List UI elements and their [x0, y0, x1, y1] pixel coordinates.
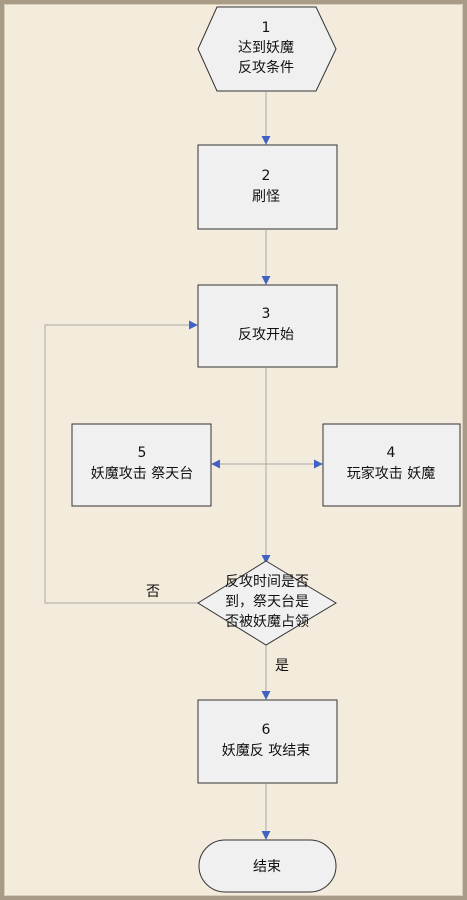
node-monster-attack: 5 妖魔攻击 祭天台 — [71, 423, 212, 507]
node-attack-end-shape — [197, 699, 338, 784]
edge-label-no: 否 — [146, 584, 160, 600]
node-decision-shape — [197, 560, 337, 646]
node-spawn-label-1: 2 — [262, 168, 271, 184]
node-player-attack-label-2: 玩家攻击 妖魔 — [347, 465, 435, 482]
node-decision-label-1: 反攻时间是否 — [225, 574, 309, 590]
node-spawn-label-2: 刷怪 — [252, 189, 280, 205]
node-player-attack-label-1: 4 — [387, 445, 396, 461]
edge-label-yes: 是 — [275, 658, 289, 674]
node-spawn-shape — [197, 144, 338, 230]
node-decision-label-3: 否被妖魔占领 — [225, 614, 309, 630]
node-attack-start-shape — [197, 284, 338, 368]
node-attack-end: 6 妖魔反 攻结束 — [197, 699, 338, 784]
node-start-label-2: 达到妖魔 — [238, 40, 294, 56]
edges — [44, 92, 323, 840]
node-end-shape — [198, 839, 337, 893]
node-attack-start-label-1: 3 — [262, 306, 271, 322]
node-monster-attack-label-1: 5 — [138, 445, 147, 461]
node-start-shape — [197, 6, 337, 92]
node-attack-start: 3 反攻开始 — [197, 284, 338, 368]
edge-decision-no-loop — [44, 320, 199, 604]
node-end: 结束 — [198, 839, 337, 893]
node-attack-end-label-1: 6 — [262, 722, 271, 738]
node-player-attack-shape — [322, 423, 461, 507]
node-attack-start-label-2: 反攻开始 — [238, 327, 294, 343]
node-spawn: 2 刷怪 — [197, 144, 338, 230]
node-monster-attack-label-2: 妖魔攻击 祭天台 — [91, 466, 193, 482]
node-end-label: 结束 — [253, 859, 281, 875]
node-player-attack: 4 玩家攻击 妖魔 — [322, 423, 461, 507]
node-start-label-1: 1 — [262, 20, 271, 36]
node-attack-end-label-2: 妖魔反 攻结束 — [222, 743, 310, 759]
node-start: 1 达到妖魔 反攻条件 — [197, 6, 337, 92]
node-decision: 反攻时间是否 到，祭天台是 否被妖魔占领 — [197, 560, 337, 646]
node-monster-attack-shape — [71, 423, 212, 507]
node-decision-label-2: 到，祭天台是 — [225, 594, 309, 610]
node-start-label-3: 反攻条件 — [238, 59, 294, 76]
